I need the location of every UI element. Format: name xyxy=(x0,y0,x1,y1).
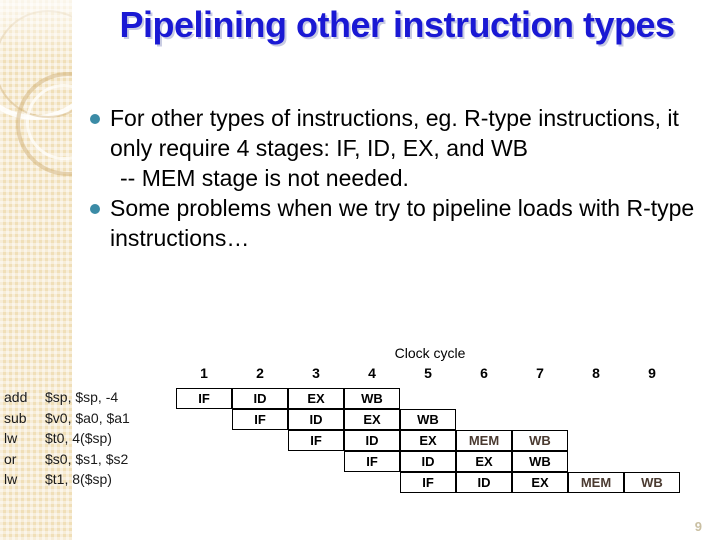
pipeline-stage-cell: MEM xyxy=(568,472,624,493)
instruction-line: sub $v0, $a0, $a1 xyxy=(4,408,130,429)
body-bullet: Some problems when we try to pipeline lo… xyxy=(88,193,706,253)
bullet-dot-icon xyxy=(90,204,100,214)
body-text: For other types of instructions, eg. R-t… xyxy=(110,105,679,161)
pipeline-stage-cell: ID xyxy=(344,430,400,451)
pipeline-stage-cell: ID xyxy=(400,451,456,472)
band-top-highlight xyxy=(0,0,72,62)
pipeline-stage-cell: MEM xyxy=(456,430,512,451)
clock-cycle-label: Clock cycle xyxy=(394,345,466,361)
instruction-mnemonic: lw xyxy=(4,430,18,446)
instruction-operands: $t1, 8($sp) xyxy=(45,471,112,487)
instruction-operands: $v0, $a0, $a1 xyxy=(45,409,130,426)
pipeline-stage-cell: IF xyxy=(400,472,456,493)
instruction-mnemonic: or xyxy=(4,450,17,467)
pipeline-stage-cell: WB xyxy=(624,472,680,493)
instruction-line: or $s0, $s1, $s2 xyxy=(4,449,130,470)
bullet-dot-icon xyxy=(90,114,100,124)
cycle-number: 9 xyxy=(648,365,656,381)
pipeline-stage-cell: IF xyxy=(232,409,288,430)
pipeline-stage-cell: EX xyxy=(400,430,456,451)
instruction-operands: $t0, 4($sp) xyxy=(45,430,112,446)
pipeline-stage-cell: WB xyxy=(344,388,400,409)
pipeline-stage-cell: ID xyxy=(456,472,512,493)
pipeline-stage-cell: EX xyxy=(288,388,344,409)
instruction-operands: $sp, $sp, -4 xyxy=(45,389,119,405)
instruction-mnemonic: lw xyxy=(4,471,18,487)
cycle-number: 4 xyxy=(368,365,376,381)
instruction-operands: $s0, $s1, $s2 xyxy=(45,450,129,467)
instruction-line: add $sp, $sp, -4 xyxy=(4,387,130,408)
cycle-number: 2 xyxy=(256,365,264,381)
pipeline-stage-cell: EX xyxy=(512,472,568,493)
cycle-number: 1 xyxy=(200,365,208,381)
pipeline-stage-cell: WB xyxy=(512,430,568,451)
cycle-number: 3 xyxy=(312,365,320,381)
pipeline-stage-cell: WB xyxy=(512,451,568,472)
instruction-line: lw $t0, 4($sp) xyxy=(4,428,130,449)
decorative-left-band xyxy=(0,0,72,540)
cycle-number: 7 xyxy=(536,365,544,381)
pipeline-stage-cell: ID xyxy=(232,388,288,409)
body-bullet: For other types of instructions, eg. R-t… xyxy=(88,103,706,163)
pipeline-stage-cell: EX xyxy=(456,451,512,472)
pipeline-stage-cell: ID xyxy=(288,409,344,430)
body-text: Some problems when we try to pipeline lo… xyxy=(110,195,695,251)
pipeline-stage-cell: EX xyxy=(344,409,400,430)
pipeline-stage-cell: IF xyxy=(288,430,344,451)
cycle-number: 8 xyxy=(592,365,600,381)
instruction-mnemonic: add xyxy=(4,389,28,405)
body-line: -- MEM stage is not needed. xyxy=(88,163,706,193)
slide-title: Pipelining other instruction types xyxy=(119,4,675,45)
instruction-line: lw $t1, 8($sp) xyxy=(4,469,130,490)
pipeline-stage-cell: IF xyxy=(344,451,400,472)
body-text: -- MEM stage is not needed. xyxy=(120,165,409,191)
pipeline-stage-cell: WB xyxy=(400,409,456,430)
instruction-list: add $sp, $sp, -4 sub $v0, $a0, $a1 lw $t0, 4(… xyxy=(4,387,130,490)
slide-body: For other types of instructions, eg. R-t… xyxy=(88,103,706,253)
page-number: 9 xyxy=(694,519,702,534)
instruction-mnemonic: sub xyxy=(4,409,27,426)
pipeline-stage-cell: IF xyxy=(176,388,232,409)
cycle-number: 5 xyxy=(424,365,432,381)
cycle-number: 6 xyxy=(480,365,488,381)
